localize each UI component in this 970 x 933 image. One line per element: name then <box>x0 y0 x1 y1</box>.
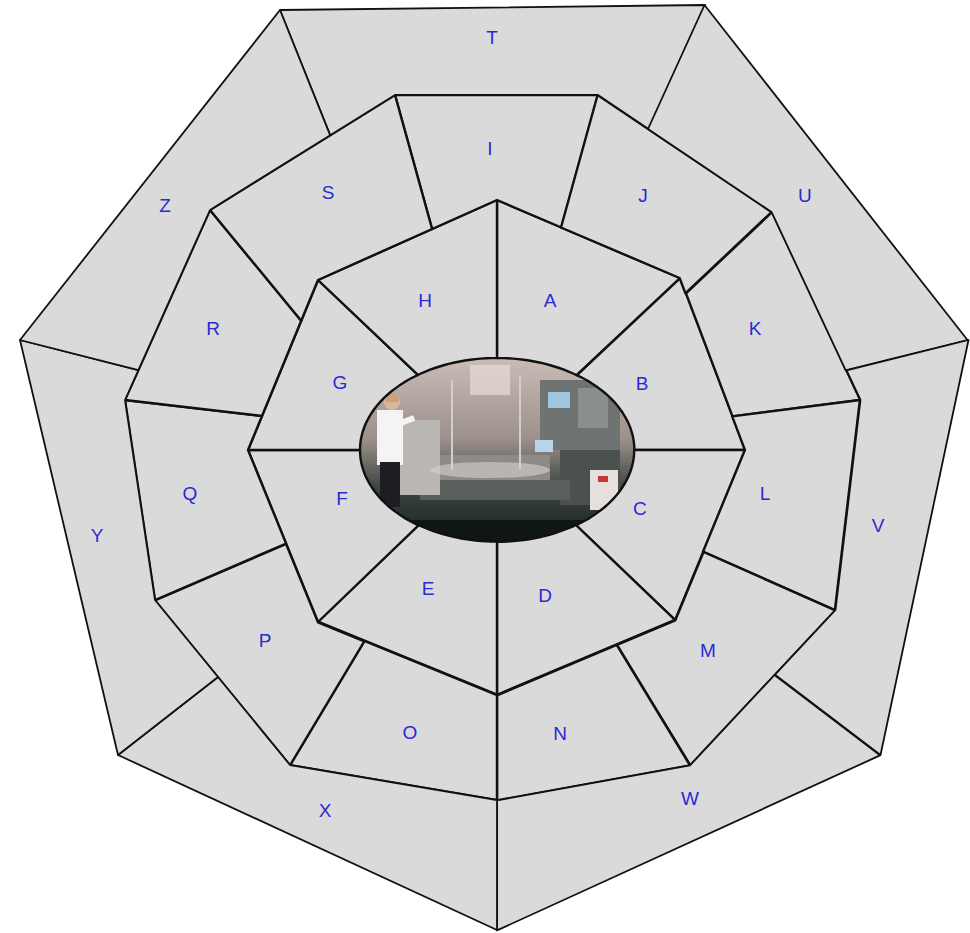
segment-letter: N <box>553 723 567 742</box>
segment-outline <box>118 677 497 930</box>
segment-letter: J <box>638 186 648 205</box>
segment-letter: H <box>418 291 432 310</box>
ring-segment: W <box>497 675 880 930</box>
segment-letter: S <box>322 183 335 202</box>
ring-segment: X <box>118 677 497 930</box>
segment-letter: W <box>681 788 699 807</box>
segment-letter: X <box>319 801 332 820</box>
segment-letter: I <box>487 139 492 158</box>
segment-letter: V <box>872 516 885 535</box>
segment-outline <box>20 340 218 755</box>
segment-letter: G <box>333 373 348 392</box>
segment-letter: Z <box>159 196 171 215</box>
segment-letter: B <box>636 374 649 393</box>
segment-letter: K <box>749 319 762 338</box>
segment-letter: F <box>336 489 348 508</box>
segment-letter: R <box>206 319 220 338</box>
segment-letter: A <box>544 291 557 310</box>
segment-letter: E <box>422 578 435 597</box>
ring-segment: Y <box>20 340 218 755</box>
segment-letter: D <box>538 585 552 604</box>
ring-segment: T <box>280 5 705 135</box>
ring-segment: Z <box>20 10 330 370</box>
segment-outline <box>775 340 968 755</box>
segment-letter: U <box>798 186 812 205</box>
segment-letter: T <box>486 28 498 47</box>
segment-letter: Q <box>183 484 198 503</box>
ring-segment: V <box>775 340 968 755</box>
segment-letter: Y <box>91 526 104 545</box>
segment-letter: M <box>700 640 716 659</box>
segment-letter: P <box>259 630 272 649</box>
segment-letter: L <box>760 484 771 503</box>
segment-letter: O <box>403 722 418 741</box>
segment-letter: C <box>633 499 647 518</box>
ring-segment: U <box>648 5 968 370</box>
segment-outline <box>20 10 330 370</box>
segment-outline <box>280 5 705 135</box>
